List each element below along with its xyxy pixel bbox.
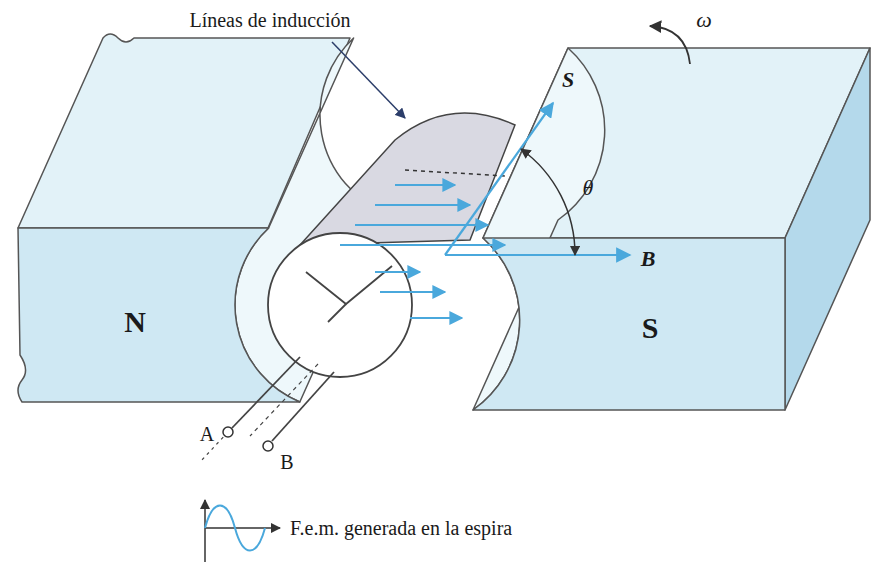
magnet-pole: S — [630, 299, 671, 357]
loop-section — [328, 304, 346, 322]
caption-label: F.e.m. generada en la espira — [290, 517, 512, 539]
rotor-cylinder — [268, 233, 412, 377]
vector-label: B — [641, 247, 656, 271]
angular-velocity-symbol: ω — [696, 8, 712, 32]
s-vector — [445, 103, 553, 255]
callout-label: Líneas de inducción — [189, 9, 350, 31]
loop-edge-dashed — [405, 170, 505, 176]
angle-arc — [521, 149, 575, 255]
shaft — [200, 357, 334, 462]
vector-label: S — [562, 68, 574, 92]
angle-symbol: θ — [583, 176, 594, 200]
loop-plane — [300, 113, 515, 245]
magnet-pole: N — [112, 293, 158, 351]
rotation-arrow — [650, 26, 690, 64]
b-vector — [445, 254, 630, 256]
terminal — [263, 441, 273, 451]
south-magnet — [473, 48, 870, 410]
magnet-front-face — [18, 228, 300, 402]
axis — [204, 500, 206, 562]
leader-line — [332, 42, 405, 118]
pole-letter: N — [124, 305, 146, 339]
terminal — [223, 427, 233, 437]
pole-letter: S — [642, 311, 659, 345]
axis — [205, 527, 280, 529]
terminal-label: B — [280, 451, 293, 473]
sine-wave — [205, 506, 265, 551]
terminal-label: A — [200, 423, 214, 445]
magnet-side-face — [785, 48, 870, 410]
magnet-front-face — [473, 238, 785, 410]
